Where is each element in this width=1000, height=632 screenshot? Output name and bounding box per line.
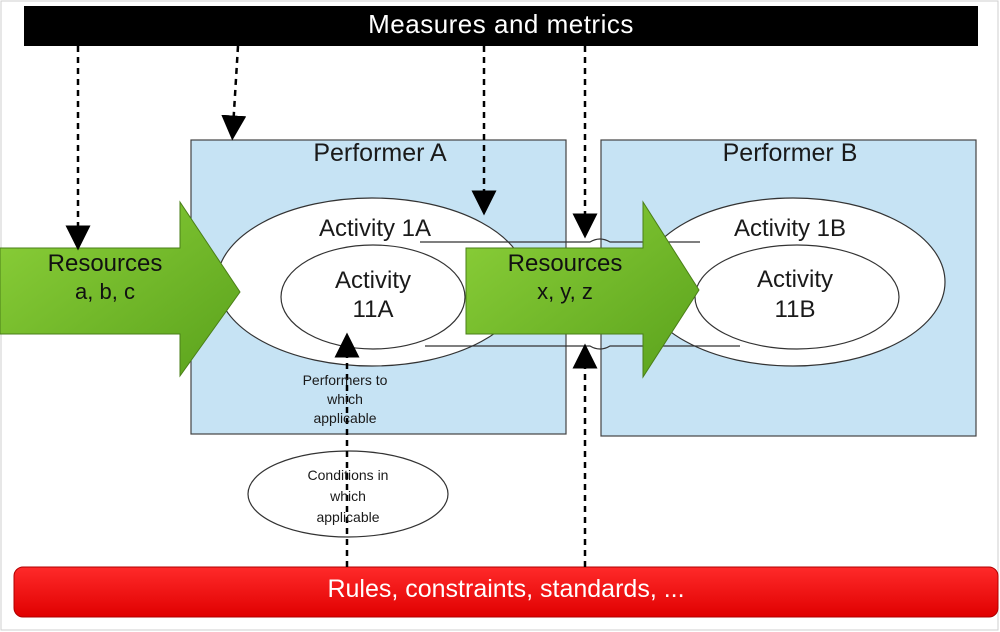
performer-a-label: Performer A (313, 139, 447, 167)
activity-1a-label: Activity 1A (318, 215, 432, 242)
measure-arrow-performer-a (221, 45, 247, 141)
resources-mid-arrow (465, 200, 700, 379)
performers-note-line1: Performers to (302, 372, 388, 388)
performers-note-line2: which (327, 391, 363, 407)
activity-11b-label-line2: 11B (774, 296, 816, 323)
rules-bar (13, 566, 999, 618)
conditions-note-line3: applicable (316, 509, 380, 525)
performer-b-label: Performer B (722, 139, 858, 167)
resources-in-label-line2: a, b, c (75, 279, 135, 304)
activity-11a-label-line1: Activity (334, 267, 411, 294)
resources-mid-label-line1: Resources (507, 250, 623, 277)
connector-top-line (420, 238, 700, 243)
resources-in-arrow (0, 200, 241, 378)
rules-text: Rules, constraints, standards, ... (327, 575, 685, 603)
conditions-note-line2: which (330, 488, 366, 504)
activity-11b-label-line1: Activity (756, 266, 833, 293)
activity-11a-label-line2: 11A (352, 296, 394, 323)
resources-in-label-line1: Resources (47, 250, 163, 277)
activity-11a-ellipse (280, 244, 466, 350)
measures-bar (24, 6, 978, 46)
activity-1b-label: Activity 1B (733, 215, 847, 242)
measures-title: Measures and metrics (368, 9, 634, 39)
performers-note-line3: applicable (313, 410, 377, 426)
conditions-note-line1: Conditions in (307, 467, 389, 483)
resources-mid-label-line2: x, y, z (537, 279, 593, 304)
